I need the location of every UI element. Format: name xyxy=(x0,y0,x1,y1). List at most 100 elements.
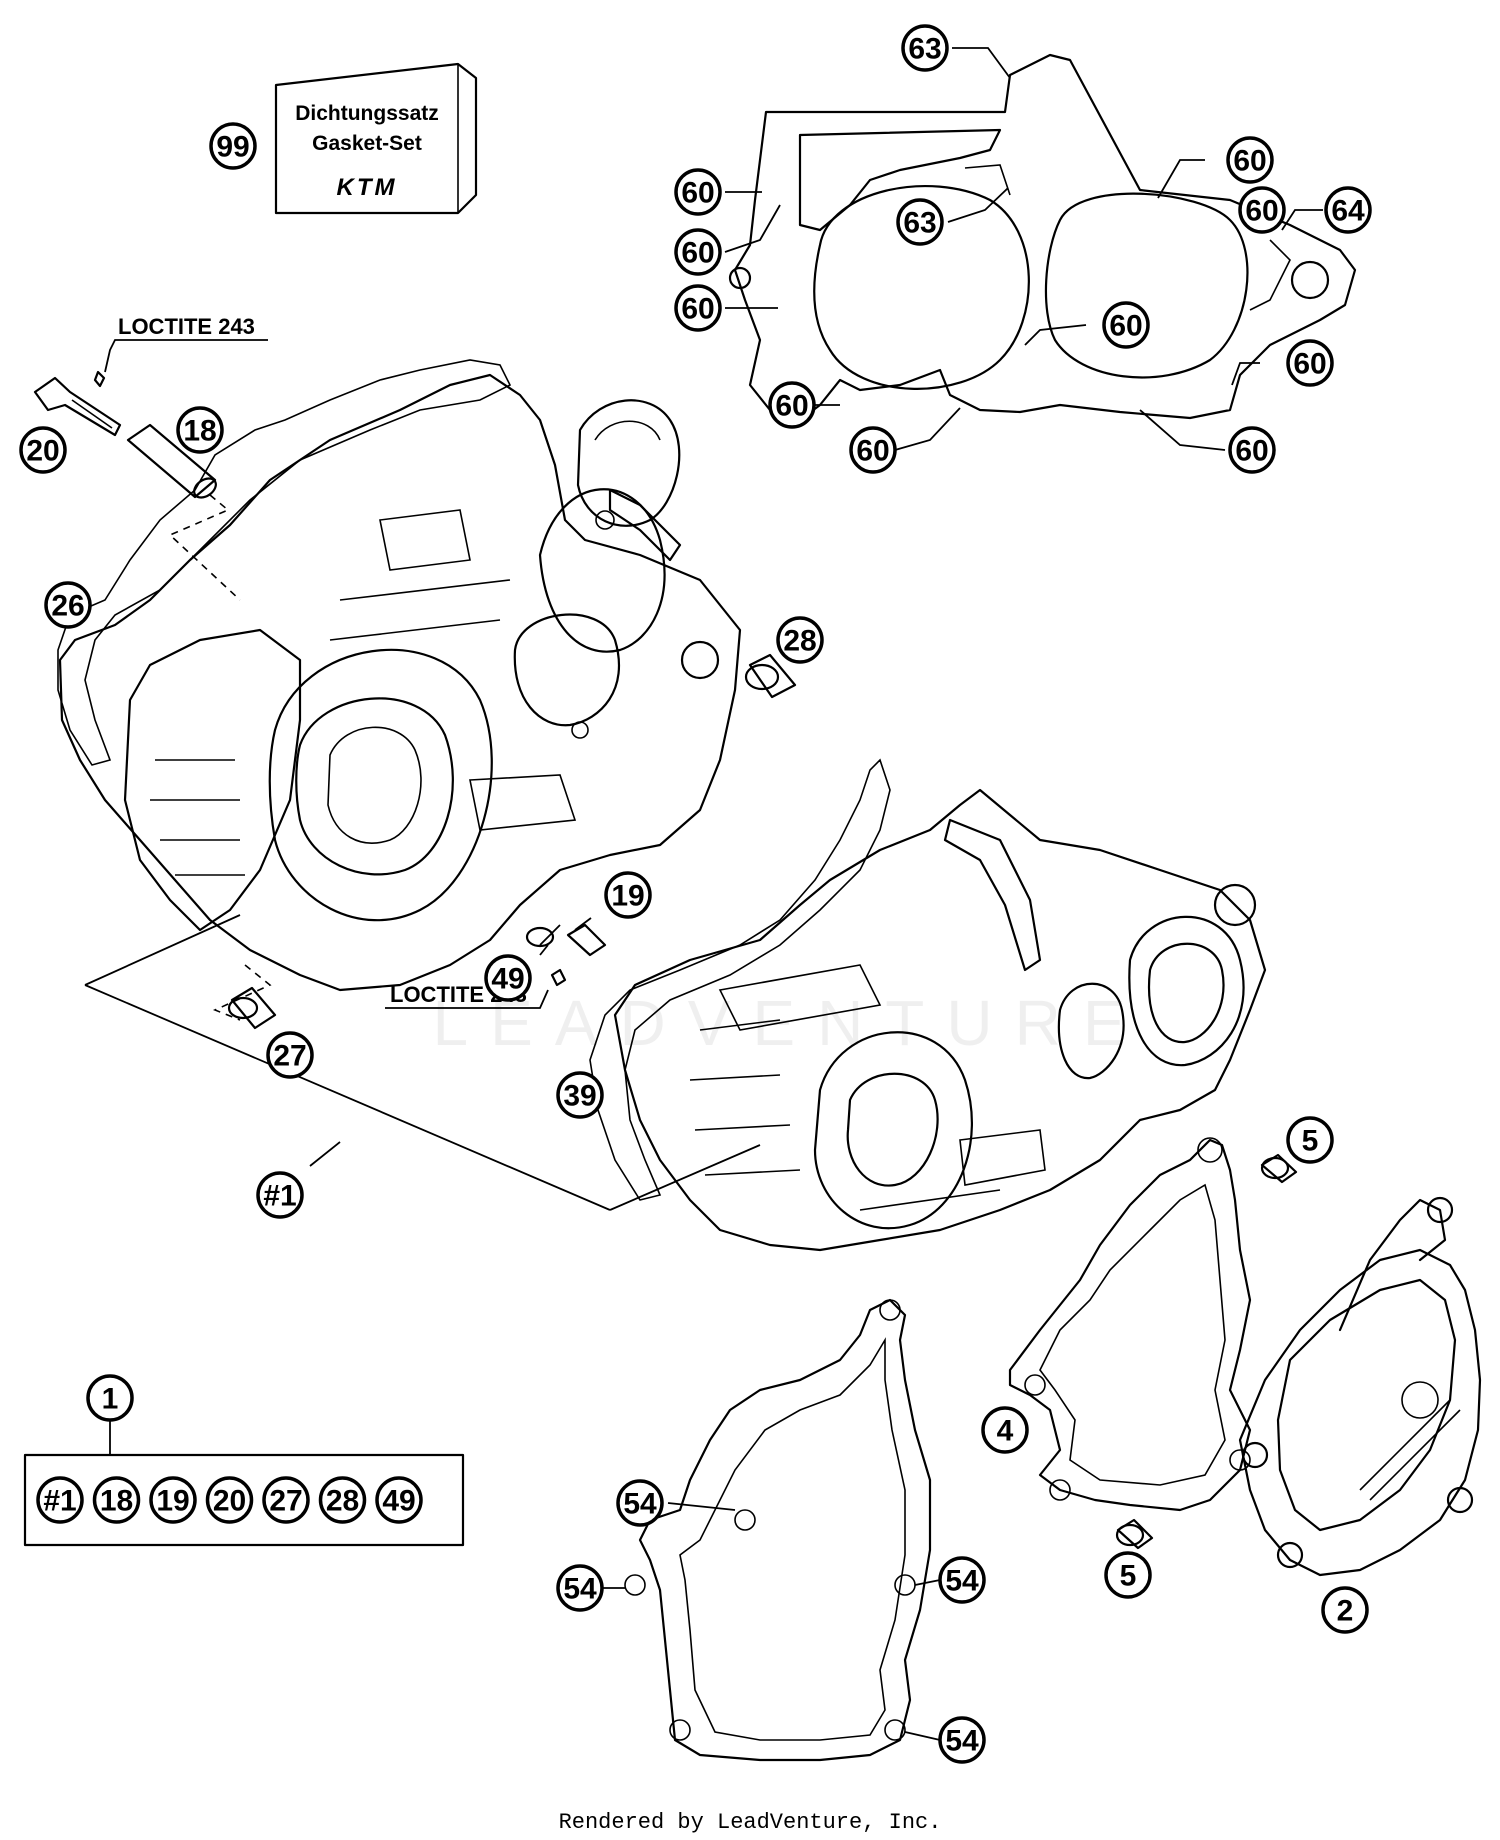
callout-label: #1 xyxy=(263,1180,296,1213)
callout-99[interactable]: 99 xyxy=(209,122,257,170)
callout-20[interactable]: 20 xyxy=(19,426,67,474)
callout-18[interactable]: 18 xyxy=(176,406,224,454)
callout-39[interactable]: 39 xyxy=(556,1071,604,1119)
callout-label: 63 xyxy=(908,33,941,66)
callout-2[interactable]: 2 xyxy=(1321,1586,1369,1634)
callout-label: 64 xyxy=(1331,195,1365,228)
callout-64[interactable]: 64 xyxy=(1324,186,1372,234)
callout-label: 39 xyxy=(563,1080,596,1113)
callout-60[interactable]: 60 xyxy=(674,284,722,332)
kit-bracket-lines xyxy=(84,914,761,1211)
callout-60[interactable]: 60 xyxy=(1228,426,1276,474)
callout-60[interactable]: 60 xyxy=(674,228,722,276)
callout-label: 54 xyxy=(945,1565,979,1598)
callout-label: 49 xyxy=(491,963,524,996)
ignition-cover xyxy=(1238,1196,1482,1577)
callout-54[interactable]: 54 xyxy=(556,1564,604,1612)
callout-60[interactable]: 60 xyxy=(768,381,816,429)
left-crankcase-half xyxy=(58,373,742,992)
kit-item-49[interactable]: 49 xyxy=(375,1476,423,1524)
loctite-label-1: LOCTITE 243 xyxy=(118,314,255,339)
kit-item-20[interactable]: 20 xyxy=(205,1476,254,1524)
callout-60[interactable]: 60 xyxy=(1226,136,1274,184)
callout-label: 20 xyxy=(213,1485,246,1518)
watermark-text: LEADVENTURE xyxy=(433,987,1148,1059)
callout-label: 20 xyxy=(26,435,59,468)
callout-60[interactable]: 60 xyxy=(1102,301,1150,349)
callout-54[interactable]: 54 xyxy=(616,1479,664,1527)
callout-63[interactable]: 63 xyxy=(896,198,944,246)
callout-label: 54 xyxy=(623,1488,657,1521)
callout-label: 60 xyxy=(681,177,714,210)
gasket-set-box: Dichtungssatz Gasket-Set KTM xyxy=(274,62,478,215)
kit-contents-box xyxy=(23,1453,465,1547)
callout-60[interactable]: 60 xyxy=(849,426,897,474)
gasket-set-title: Dichtungssatz xyxy=(295,102,439,125)
callout-label: 60 xyxy=(1233,145,1266,178)
kit-number-callout[interactable]: 1 xyxy=(86,1374,134,1422)
callout-label: 63 xyxy=(903,207,936,240)
right-crankcase-half xyxy=(613,788,1267,1252)
callout-label: 5 xyxy=(1120,1560,1137,1593)
callout-49[interactable]: 49 xyxy=(484,954,532,1002)
callout-label: 4 xyxy=(997,1415,1014,1448)
callout-label: 27 xyxy=(273,1040,306,1073)
gasket-set-subtitle: Gasket-Set xyxy=(312,132,422,155)
callout-label: 54 xyxy=(563,1573,597,1606)
callout-label: #1 xyxy=(43,1485,76,1518)
callout-27[interactable]: 27 xyxy=(266,1031,314,1079)
callout-label: 19 xyxy=(156,1485,189,1518)
callout-54[interactable]: 54 xyxy=(938,1716,986,1764)
callout-label: 26 xyxy=(51,590,84,623)
callout-4[interactable]: 4 xyxy=(981,1406,1029,1454)
ignition-cover-gasket xyxy=(1008,1137,1252,1512)
callout-label: 49 xyxy=(382,1485,415,1518)
callout-label: 28 xyxy=(326,1485,359,1518)
callout-60[interactable]: 60 xyxy=(1286,339,1334,387)
callout-label: 60 xyxy=(775,390,808,423)
callout-label: 60 xyxy=(681,237,714,270)
callout-label: 1 xyxy=(102,1383,119,1416)
stator-gasket-leaders xyxy=(603,1502,941,1741)
callout-label: 28 xyxy=(783,625,816,658)
kit-item-28[interactable]: 28 xyxy=(318,1476,367,1524)
kit-item-27[interactable]: 27 xyxy=(262,1476,310,1524)
bolt-and-dowel-top-left xyxy=(33,370,241,601)
callout-5[interactable]: 5 xyxy=(1286,1116,1334,1164)
callout-28[interactable]: 28 xyxy=(776,616,824,664)
callout-label: 18 xyxy=(183,415,216,448)
kit-item-19[interactable]: 19 xyxy=(149,1476,197,1524)
callout-label: 27 xyxy=(269,1485,302,1518)
callout-label: 99 xyxy=(216,131,249,164)
small-parts-center xyxy=(227,653,797,1030)
callout-label: 60 xyxy=(1245,195,1278,228)
callout-label: 19 xyxy=(611,880,644,913)
callout-label: 60 xyxy=(681,293,714,326)
kit-item-18[interactable]: 18 xyxy=(92,1476,141,1524)
right-case-gasket-outline xyxy=(589,758,891,1201)
callout-leader-lines xyxy=(109,917,592,1455)
callout-kit-1[interactable]: #1 xyxy=(256,1171,304,1219)
callout-54[interactable]: 54 xyxy=(938,1556,986,1604)
callout-63[interactable]: 63 xyxy=(901,24,949,72)
callout-26[interactable]: 26 xyxy=(44,581,92,629)
callout-label: 60 xyxy=(856,435,889,468)
callout-label: 54 xyxy=(945,1725,979,1758)
stator-cover-gasket xyxy=(624,1298,932,1762)
footer-credit: Rendered by LeadVenture, Inc. xyxy=(559,1810,942,1835)
callout-19[interactable]: 19 xyxy=(604,871,652,919)
callout-60[interactable]: 60 xyxy=(1238,186,1286,234)
ktm-logo: KTM xyxy=(337,174,398,201)
left-case-gasket-outline xyxy=(57,359,512,766)
callout-label: 2 xyxy=(1337,1595,1354,1628)
callout-label: 60 xyxy=(1109,310,1142,343)
callout-5[interactable]: 5 xyxy=(1104,1551,1152,1599)
callout-label: 60 xyxy=(1235,435,1268,468)
callout-label: 5 xyxy=(1302,1125,1319,1158)
callout-label: 60 xyxy=(1293,348,1326,381)
callout-60[interactable]: 60 xyxy=(674,168,722,216)
loctite-label-top: LOCTITE 243 xyxy=(104,314,268,373)
callout-label: 18 xyxy=(100,1485,133,1518)
kit-item-kit-1[interactable]: #1 xyxy=(36,1476,84,1524)
